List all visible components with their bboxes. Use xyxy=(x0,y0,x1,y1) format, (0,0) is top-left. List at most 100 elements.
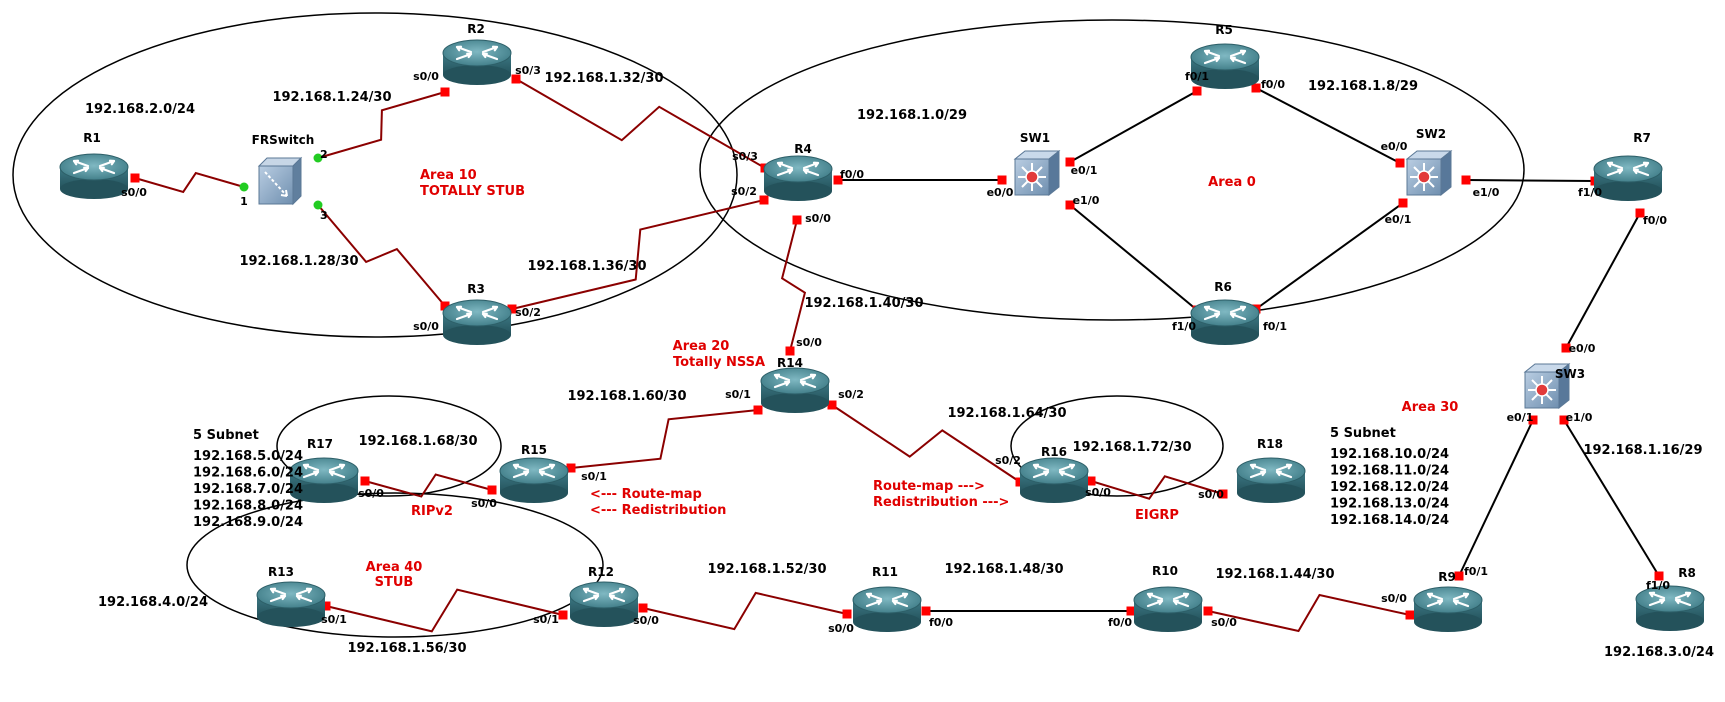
link-r2-r4[interactable] xyxy=(515,78,766,169)
interface-label: e1/0 xyxy=(1473,186,1500,199)
device-r15[interactable]: R15 xyxy=(498,443,570,505)
port-r5[interactable] xyxy=(1251,83,1261,93)
rip-domain-boundary xyxy=(276,395,502,497)
port-r11[interactable] xyxy=(921,606,931,616)
port-r2[interactable] xyxy=(511,74,521,84)
eigrp-domain-boundary xyxy=(1010,395,1224,497)
link-r16-r18[interactable] xyxy=(1090,475,1224,500)
port-sw3[interactable] xyxy=(1559,415,1569,425)
link-r17-r15[interactable] xyxy=(364,473,493,498)
device-r8[interactable]: R8 xyxy=(1634,566,1706,633)
port-r4[interactable] xyxy=(759,195,769,205)
device-r11[interactable]: R11 xyxy=(851,565,923,634)
port-sw3[interactable] xyxy=(1561,343,1571,353)
port-r12[interactable] xyxy=(638,603,648,613)
port-r7[interactable] xyxy=(1635,208,1645,218)
frswitch-port-1[interactable] xyxy=(239,182,249,192)
link-r5-sw2[interactable] xyxy=(1255,87,1401,164)
device-label: R7 xyxy=(1633,131,1651,145)
port-r9[interactable] xyxy=(1405,610,1415,620)
link-r4-r14[interactable] xyxy=(780,219,807,352)
device-sw3[interactable]: SW3 xyxy=(1524,363,1585,409)
device-r1[interactable]: R1 xyxy=(58,131,130,201)
subnet-list-item: 192.168.5.0/24 xyxy=(193,449,303,464)
port-r12[interactable] xyxy=(558,610,568,620)
link-r12-r11[interactable] xyxy=(642,591,848,631)
device-r12[interactable]: R12 xyxy=(568,565,640,629)
device-r14[interactable]: R14 xyxy=(759,356,831,415)
port-sw3[interactable] xyxy=(1528,415,1538,425)
link-sw3-r8[interactable] xyxy=(1563,419,1660,577)
port-r4[interactable] xyxy=(792,215,802,225)
device-r16[interactable]: R16 xyxy=(1018,445,1090,505)
port-sw2[interactable] xyxy=(1398,198,1408,208)
device-r17[interactable]: R17 xyxy=(288,437,360,505)
port-sw1[interactable] xyxy=(997,175,1007,185)
port-r8[interactable] xyxy=(1654,571,1664,581)
device-r3[interactable]: R3 xyxy=(441,282,513,347)
port-r2[interactable] xyxy=(440,87,450,97)
port-r3[interactable] xyxy=(507,304,517,314)
port-r13[interactable] xyxy=(321,601,331,611)
port-sw2[interactable] xyxy=(1461,175,1471,185)
port-r17[interactable] xyxy=(360,476,370,486)
device-r7[interactable]: R7 xyxy=(1592,131,1664,203)
device-r9[interactable]: R9 xyxy=(1412,570,1484,634)
port-r9[interactable] xyxy=(1454,571,1464,581)
device-r5[interactable]: R5 xyxy=(1189,23,1261,91)
device-label: R11 xyxy=(872,565,898,579)
device-label: R3 xyxy=(467,282,485,296)
area-40-type-label: STUB xyxy=(375,575,414,590)
device-r13[interactable]: R13 xyxy=(255,565,327,629)
subnet-label: 192.168.4.0/24 xyxy=(98,595,208,610)
area-30-label: Area 30 xyxy=(1402,400,1459,415)
device-r10[interactable]: R10 xyxy=(1132,564,1204,634)
port-r15[interactable] xyxy=(566,463,576,473)
device-r4[interactable]: R4 xyxy=(762,142,834,203)
port-r5[interactable] xyxy=(1192,86,1202,96)
subnet-label: 192.168.1.52/30 xyxy=(707,562,826,577)
link-r1-frswitch[interactable] xyxy=(134,171,245,194)
port-r10[interactable] xyxy=(1203,606,1213,616)
link-sw1-r6[interactable] xyxy=(1069,204,1198,311)
link-r14-r15[interactable] xyxy=(570,409,759,469)
device-r6[interactable]: R6 xyxy=(1189,280,1261,347)
port-r11[interactable] xyxy=(842,609,852,619)
device-frswitch[interactable]: FRSwitch xyxy=(252,133,315,205)
link-r10-r9[interactable] xyxy=(1207,593,1411,633)
link-sw3-r9[interactable] xyxy=(1458,419,1534,577)
port-r14[interactable] xyxy=(827,400,837,410)
interface-label: f1/0 xyxy=(1646,579,1670,592)
port-r18[interactable] xyxy=(1218,489,1228,499)
link-frswitch-r3[interactable] xyxy=(317,204,446,307)
port-r10[interactable] xyxy=(1126,606,1136,616)
port-r15[interactable] xyxy=(487,485,497,495)
port-sw2[interactable] xyxy=(1395,158,1405,168)
frswitch-port-3[interactable] xyxy=(313,200,323,210)
interface-label: e1/0 xyxy=(1073,194,1100,207)
link-r14-r16[interactable] xyxy=(831,404,1021,483)
port-sw1[interactable] xyxy=(1065,200,1075,210)
device-r18[interactable]: R18 xyxy=(1235,437,1307,505)
link-sw1-r5[interactable] xyxy=(1069,90,1198,163)
port-sw1[interactable] xyxy=(1065,157,1075,167)
frswitch-port-2[interactable] xyxy=(313,153,323,163)
port-r3[interactable] xyxy=(440,301,450,311)
interface-label: s0/0 xyxy=(1381,592,1407,605)
link-frswitch-r2[interactable] xyxy=(317,91,446,159)
port-r14[interactable] xyxy=(753,405,763,415)
link-sw2-r7[interactable] xyxy=(1465,179,1596,182)
port-r4[interactable] xyxy=(833,175,843,185)
port-r1[interactable] xyxy=(130,173,140,183)
subnet-label: 192.168.1.40/30 xyxy=(804,296,923,311)
device-sw1[interactable]: SW1 xyxy=(1014,131,1060,196)
device-label: R13 xyxy=(268,565,294,579)
link-r6-sw2[interactable] xyxy=(1255,202,1404,310)
link-r7-sw3[interactable] xyxy=(1565,212,1641,349)
port-r16[interactable] xyxy=(1086,476,1096,486)
device-sw2[interactable]: SW2 xyxy=(1406,127,1452,196)
link-r3-r4[interactable] xyxy=(511,199,765,310)
port-r14[interactable] xyxy=(785,346,795,356)
link-r13-r12[interactable] xyxy=(325,588,564,633)
device-r2[interactable]: R2 xyxy=(441,22,513,87)
